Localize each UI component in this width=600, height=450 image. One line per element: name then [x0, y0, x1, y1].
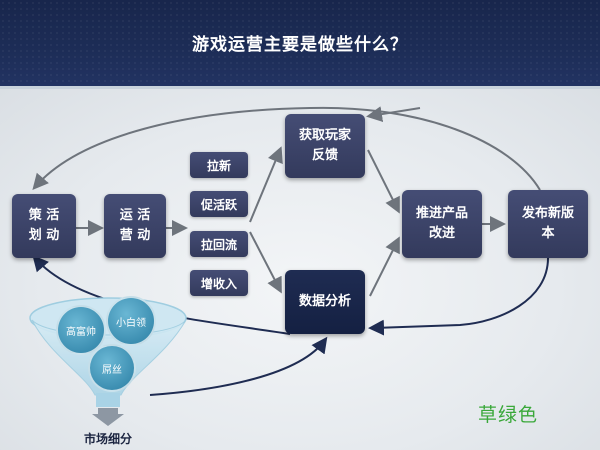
arrow-top-to-feedback [366, 106, 421, 123]
market-segmentation-label: 市场细分 [83, 432, 132, 446]
page-title: 游戏运营主要是做些什么？ [192, 35, 408, 55]
loop-arrow-bottom [368, 257, 549, 336]
arrow-feedback-to-improve [367, 149, 400, 214]
task-reactivate: 拉回流 [190, 231, 248, 257]
header-divider [0, 86, 600, 89]
arrow-tasks-to-feedback [249, 146, 283, 223]
header-banner [0, 0, 600, 86]
loop-arrow-top [32, 106, 541, 191]
node-release-version: 发布新版 本 [508, 190, 588, 258]
node-improve-product: 推进产品 改进 [402, 190, 482, 258]
segment-wealthy: 高富帅 [56, 305, 106, 355]
watermark-text: 草绿色 [478, 404, 539, 426]
header-texture [0, 0, 600, 86]
funnel-down-arrow [92, 408, 124, 426]
node-data-analysis: 数据分析 [285, 270, 365, 334]
task-activate: 促活跃 [190, 191, 248, 217]
node-planning: 策 活 划 动 [12, 194, 76, 258]
arrow-funnel-to-analysis [149, 336, 328, 396]
funnel-spout [96, 393, 120, 407]
node-feedback: 获取玩家 反馈 [285, 114, 365, 178]
segment-commoner: 屌丝 [88, 344, 136, 392]
arrow-analysis-to-improve [369, 236, 400, 297]
task-revenue: 增收入 [190, 270, 248, 296]
task-acquire: 拉新 [190, 152, 248, 178]
arrow-tasks-to-analysis [249, 231, 282, 294]
node-operations: 运 活 营 动 [104, 194, 166, 258]
segment-white-collar: 小白领 [106, 296, 156, 346]
